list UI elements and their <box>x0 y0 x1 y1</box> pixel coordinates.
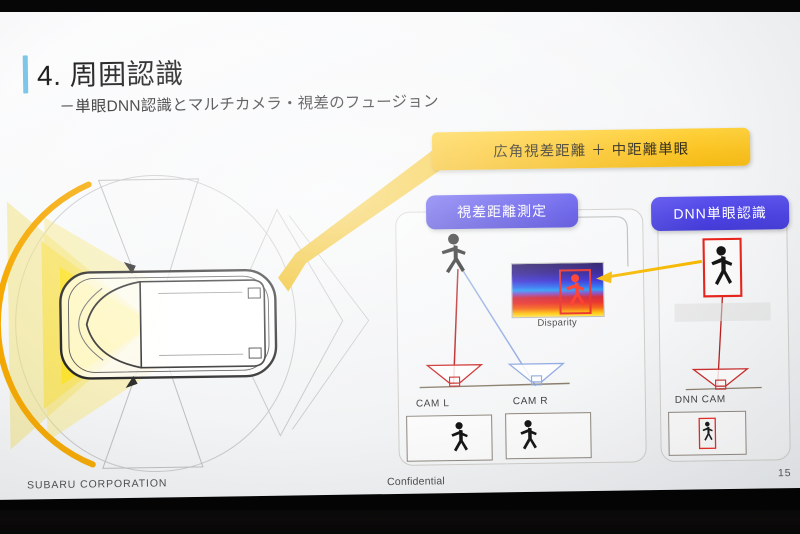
camera-right-icon <box>507 362 566 386</box>
camera-left-icon <box>425 364 484 387</box>
camera-baseline <box>419 382 570 389</box>
disparity-caption: Disparity <box>537 317 578 329</box>
camera-right-label: CAM R <box>512 395 549 408</box>
dnn-camera-icon <box>691 368 750 390</box>
image-frame-left <box>406 414 493 462</box>
callout-banner: 広角視差距離 ＋ 中距離単眼 <box>431 127 751 171</box>
footer-page-number: 15 <box>777 467 792 480</box>
pedestrian-icon-left <box>451 422 468 452</box>
footer-company: SUBARU CORPORATION <box>26 477 168 492</box>
camera-left-label: CAM L <box>415 398 450 410</box>
presentation-slide: 広角視差距離 ＋ 中距離単眼 視差距離測定 DNN単眼認識 <box>0 0 800 500</box>
footer-confidential: Confidential <box>386 475 446 489</box>
label-stereo-ranging: 視差距離測定 <box>425 193 579 230</box>
page-subtitle: －単眼DNN認識とマルチカメラ・視差のフュージョン <box>59 93 439 116</box>
projected-slide-wrapper: 広角視差距離 ＋ 中距離単眼 視差距離測定 DNN単眼認識 <box>0 0 800 500</box>
disparity-detection-box <box>558 269 592 315</box>
disparity-pedestrian-icon <box>566 274 585 306</box>
pedestrian-figure-scene <box>441 233 466 274</box>
photo-bezel-bottom <box>0 510 800 534</box>
callout-banner-text: 広角視差距離 ＋ 中距離単眼 <box>493 141 690 160</box>
image-frame-dnn <box>668 410 747 456</box>
dnn-geometry <box>674 237 771 391</box>
dnn-detected-pedestrian <box>702 237 743 298</box>
pedestrian-icon-right <box>520 420 537 450</box>
title-accent-bar <box>22 55 29 94</box>
page-title: 4. 周囲認識 <box>36 58 184 92</box>
dnn-result-pedestrian-icon <box>698 417 717 450</box>
photo-bezel-top <box>0 0 800 12</box>
image-frame-right <box>505 412 592 460</box>
label-dnn-mono-recognition: DNN単眼認識 <box>650 195 790 232</box>
